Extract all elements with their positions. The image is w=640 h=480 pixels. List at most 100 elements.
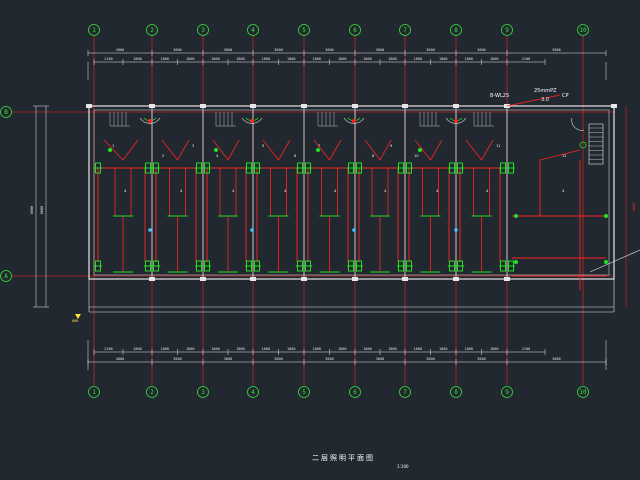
axis-bubble-bottom — [450, 386, 462, 398]
dim-bottom-inner-text: 1800 — [287, 347, 295, 351]
level-mark: 600 — [72, 319, 78, 323]
dim-top-inner-text: 1800 — [313, 57, 321, 61]
stair-box — [588, 123, 604, 165]
diagonal-feed — [161, 139, 178, 161]
axis-bubble-top — [146, 24, 158, 36]
dim-bottom-outer-text: 3600 — [274, 357, 282, 361]
balcony-lamp — [507, 260, 515, 272]
balcony-lamp — [203, 260, 211, 272]
corridor-lamp — [456, 162, 464, 174]
diagonal-feed — [430, 139, 443, 161]
axis-bubble-top — [501, 24, 513, 36]
ceiling-light — [214, 148, 218, 152]
dim-bottom-inner-text: 1800 — [414, 347, 422, 351]
diagonal-feed — [212, 139, 229, 161]
circuit-number: 5 — [262, 144, 264, 148]
circuit-number: 10 — [414, 154, 418, 158]
diagonal-feed — [122, 139, 139, 161]
level-triangle — [75, 314, 81, 319]
axis-label-top: 4 — [251, 27, 255, 34]
dim-top-inner-text: 2100 — [522, 57, 530, 61]
column — [250, 104, 256, 108]
corridor-lamp — [253, 162, 261, 174]
dim-top-inner-text: 1800 — [490, 57, 498, 61]
axis-label-top: 2 — [150, 27, 154, 34]
axis-bubble-bottom — [577, 386, 589, 398]
switch — [352, 228, 356, 232]
dim-bottom-inner-text: 1800 — [439, 347, 447, 351]
column — [200, 277, 206, 281]
door-swing — [571, 117, 585, 131]
dim-top-outer-text: 4800 — [116, 48, 124, 52]
axis-bubble-bottom — [501, 386, 513, 398]
panel-note-top: 25mmPZ — [534, 88, 557, 94]
toilet-light — [454, 119, 458, 123]
room-tag: 4 — [384, 189, 387, 193]
axis-bubble-top — [197, 24, 209, 36]
circuit-number: 1 — [112, 144, 114, 148]
dim-top-inner-text: 1800 — [439, 57, 447, 61]
dim-left-outer-text: 6600 — [30, 206, 34, 214]
dim-top-inner-text: 1800 — [186, 57, 194, 61]
ceiling-light — [604, 214, 608, 218]
axis-bubble-top — [450, 24, 462, 36]
ceiling-light — [604, 260, 608, 264]
switch — [148, 228, 152, 232]
dim-top-outer-text: 3600 — [426, 48, 434, 52]
dim-top-inner-text: 1800 — [287, 57, 295, 61]
stair-flight — [109, 112, 130, 127]
corridor-lamp — [94, 162, 102, 174]
dim-bottom-inner-text: 1800 — [133, 347, 141, 351]
column — [352, 104, 358, 108]
axis-label-bottom: 8 — [454, 389, 458, 396]
diagonal-feed — [414, 139, 431, 161]
dim-bottom-inner-text: 1800 — [388, 347, 396, 351]
column — [250, 277, 256, 281]
dim-top-inner-text: 1800 — [161, 57, 169, 61]
axis-label-top: 1 — [92, 27, 96, 34]
corridor-lamp — [499, 162, 507, 174]
column — [301, 277, 307, 281]
circuit-number: 9 — [390, 144, 392, 148]
balcony-lamp — [499, 260, 507, 272]
column — [504, 277, 510, 281]
axis-label-bottom: 10 — [579, 389, 587, 396]
door-swing — [139, 117, 161, 124]
balcony-lamp — [94, 260, 102, 272]
axis-bubble-top — [247, 24, 259, 36]
dim-top-outer-text: 3600 — [224, 48, 232, 52]
column — [611, 104, 617, 108]
dim-bottom-inner-text: 1800 — [313, 347, 321, 351]
dim-bottom-inner-text: 1800 — [338, 347, 346, 351]
panel-note-bottom: 3.0 — [541, 97, 549, 103]
dim-bottom-inner-text: 1800 — [363, 347, 371, 351]
dim-top-inner-text: 1800 — [363, 57, 371, 61]
diagonal-feed — [379, 139, 392, 161]
diagonal-feed — [227, 139, 240, 161]
dim-top-outer-text: 3600 — [325, 48, 333, 52]
toilet-light — [148, 119, 152, 123]
circuit-number: 12 — [562, 154, 566, 158]
dim-top-inner-text: 1800 — [133, 57, 141, 61]
room-tag: 4 — [436, 189, 439, 193]
corridor-lamp — [347, 162, 355, 174]
axis-label-top: 10 — [579, 27, 587, 34]
balcony-lamp — [405, 260, 413, 272]
room-tag: 4 — [232, 189, 235, 193]
switch — [250, 228, 254, 232]
corridor-lamp — [195, 162, 203, 174]
room-tag: 4 — [562, 189, 565, 193]
column — [200, 104, 206, 108]
axis-label-top: 3 — [201, 27, 205, 34]
axis-bubble-bottom — [349, 386, 361, 398]
dim-bottom-inner-text: 1800 — [186, 347, 194, 351]
balcony-lamp — [304, 260, 312, 272]
circuit-number: 7 — [318, 144, 320, 148]
stair-flight — [419, 112, 440, 127]
balcony-lamp — [355, 260, 363, 272]
room-tag: 4 — [334, 189, 337, 193]
column — [149, 104, 155, 108]
